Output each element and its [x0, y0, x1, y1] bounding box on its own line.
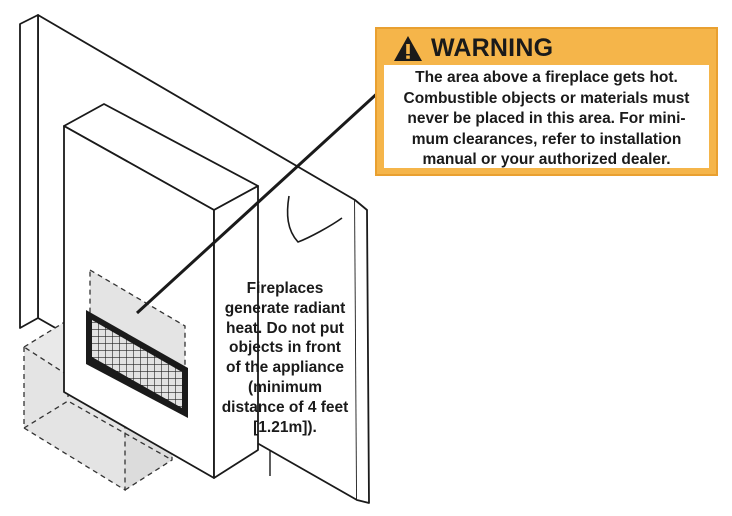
- caption-line: Fireplaces: [246, 280, 324, 297]
- wall-curl: [286, 195, 343, 243]
- caption-line: generate radiant: [224, 299, 346, 317]
- caption-line: of the appliance: [226, 359, 344, 377]
- warning-message: The area above a fireplace gets hot. Com…: [384, 65, 709, 168]
- warning-triangle-icon: [394, 35, 422, 61]
- warning-callout: WARNING The area above a fireplace gets …: [375, 27, 718, 176]
- warning-line: never be placed in this area. For mini-: [407, 110, 686, 127]
- caption-line: (minimum: [247, 378, 323, 396]
- caption-line: [1.21m]).: [253, 418, 317, 436]
- caption-line: distance of 4 feet: [221, 398, 349, 416]
- warning-leader-line: [135, 88, 383, 315]
- caption-line: heat. Do not put: [226, 319, 344, 337]
- firebox-grate: [86, 310, 188, 418]
- warning-line: The area above a fireplace gets hot.: [415, 69, 678, 86]
- warning-title: WARNING: [431, 34, 554, 62]
- fireplace-caption: Fireplaces generate radiant heat. Do not…: [205, 279, 365, 437]
- warning-line: Combustible objects or materials must: [403, 89, 690, 107]
- warning-header: WARNING: [393, 33, 553, 63]
- warning-line: mum clearances, refer to installation: [411, 130, 682, 148]
- warning-line: manual or your authorized dealer.: [422, 151, 671, 168]
- caption-line: objects in front: [229, 339, 341, 357]
